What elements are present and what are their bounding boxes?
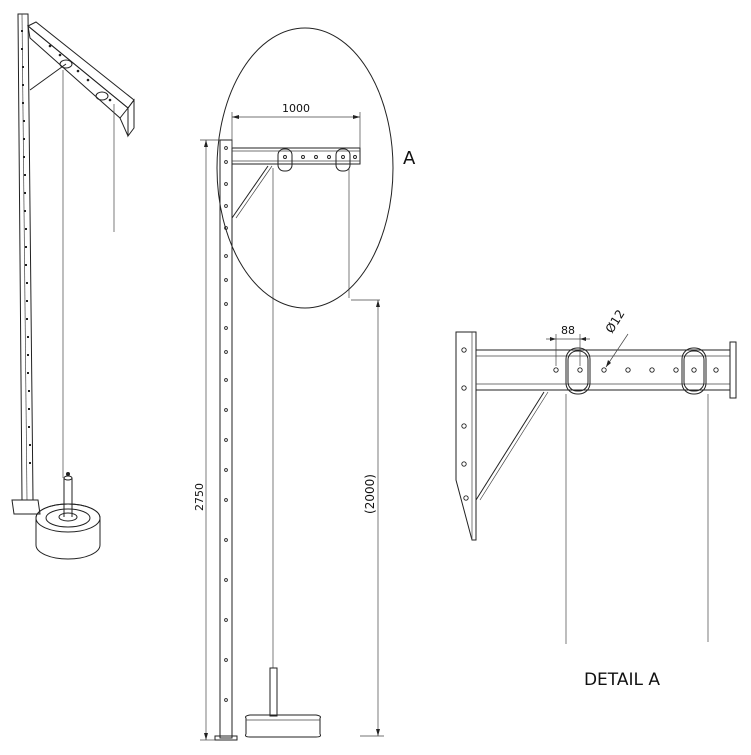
- front-pulleys: [277, 148, 357, 172]
- cable-height-value: (2000): [363, 474, 377, 514]
- total-height-value: 2750: [193, 483, 206, 511]
- arm-length-value: 1000: [282, 102, 310, 115]
- detail-pulleys: [565, 347, 707, 395]
- dimension-hole-spacing: 88: [546, 324, 590, 366]
- isometric-view: [11, 13, 135, 560]
- dimension-hole-diameter: Ø12: [603, 307, 629, 368]
- detail-a-view: 88 Ø12 DETAIL A: [455, 307, 737, 690]
- detail-title: DETAIL A: [584, 670, 660, 690]
- hole-diameter-value: Ø12: [603, 307, 628, 335]
- dimension-cable-height: (2000): [351, 299, 384, 737]
- detail-circle: [216, 27, 394, 309]
- front-weight-stack: [245, 667, 321, 738]
- dimension-total-height: 2750: [193, 139, 220, 741]
- hole-spacing-value: 88: [561, 324, 575, 337]
- isometric-weight-plate: [35, 472, 101, 560]
- detail-callout-label: A: [403, 148, 416, 169]
- detail-post-holes: [461, 347, 469, 501]
- dimension-arm-length: 1000: [231, 102, 361, 148]
- isometric-pulleys: [48, 44, 112, 102]
- front-post-holes: [224, 146, 228, 702]
- detail-arm-holes: [553, 367, 719, 373]
- isometric-post-holes: [21, 30, 31, 464]
- front-view: A 1000 2750 (2000): [193, 27, 416, 741]
